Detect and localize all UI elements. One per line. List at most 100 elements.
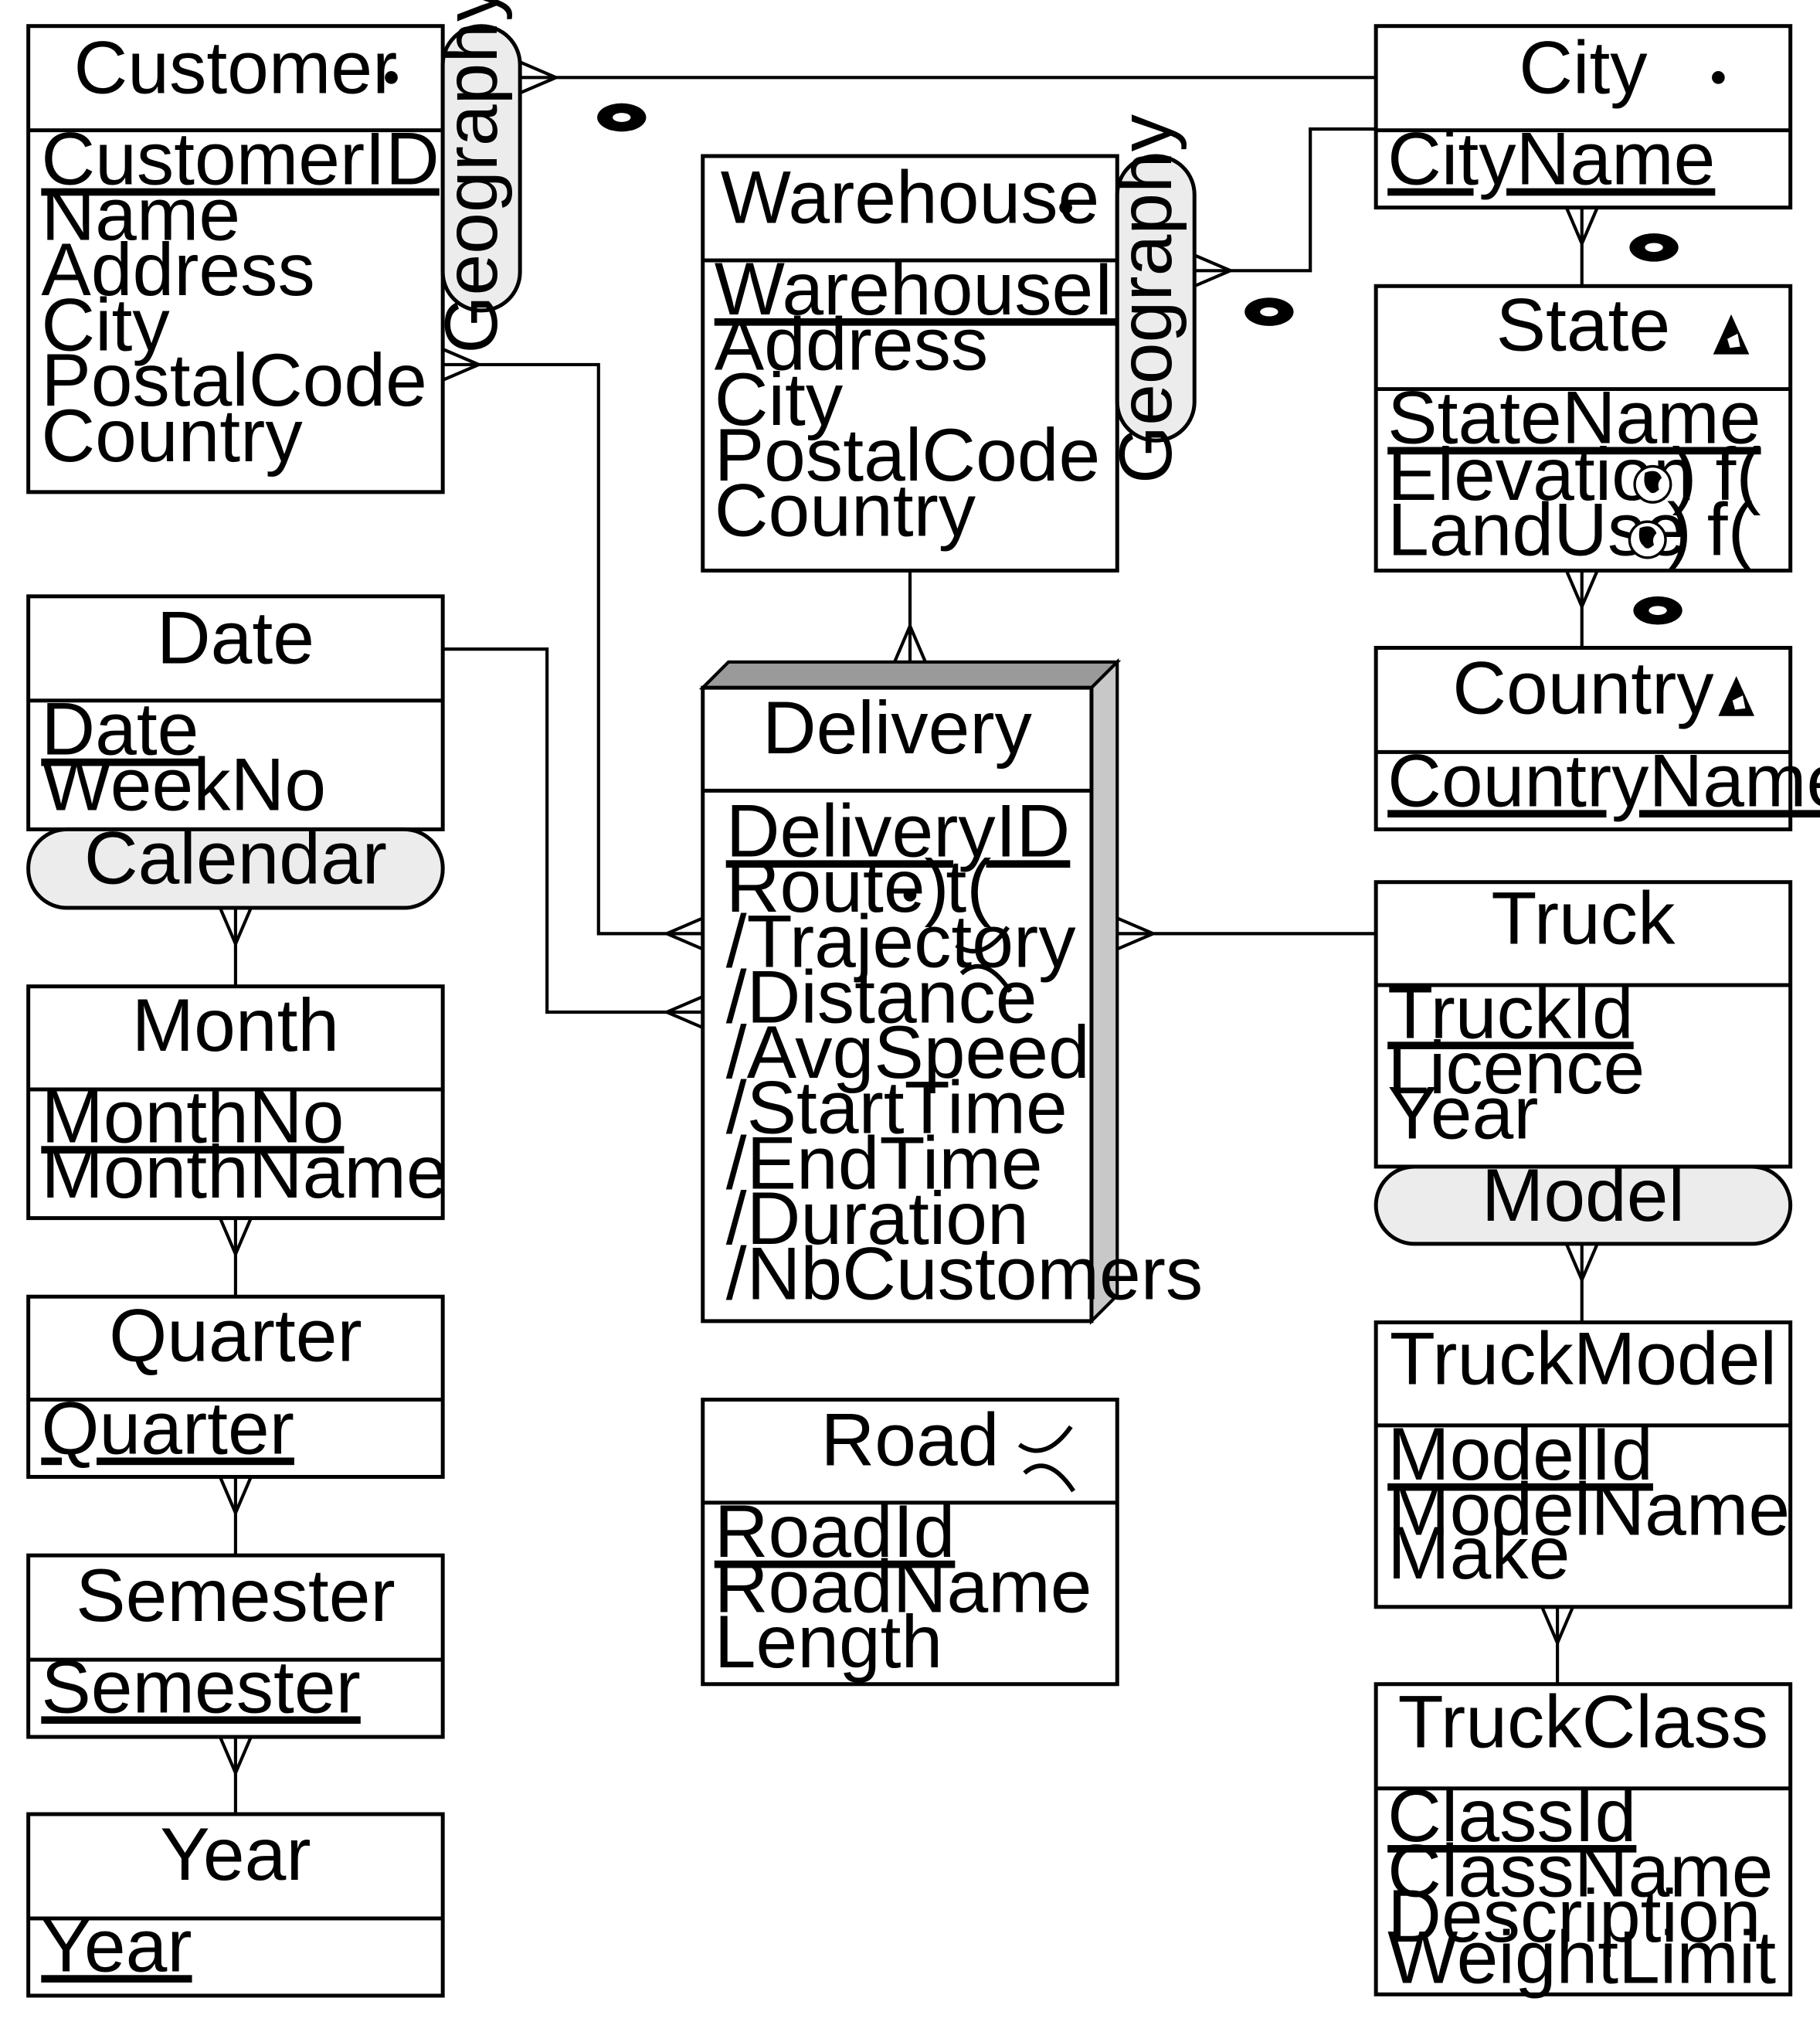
point-icon <box>385 71 398 84</box>
entity-title: Warehouse <box>721 157 1100 240</box>
point-icon <box>1712 71 1725 84</box>
attribute: /Distance <box>726 956 1037 1038</box>
key-attribute: Quarter <box>41 1388 294 1470</box>
key-attribute: TruckId <box>1387 971 1634 1054</box>
entity-country: Country CountryName <box>1373 645 1820 831</box>
attribute-suffix: ) <box>1667 489 1692 572</box>
hierarchy-label: Geography <box>430 0 513 354</box>
surface-icon <box>1713 314 1750 355</box>
key-attribute: CountryName <box>1387 739 1820 822</box>
topology-icon <box>597 103 647 132</box>
point-icon <box>903 889 917 902</box>
entity-title: Customer <box>73 26 397 109</box>
entity-title: Month <box>132 984 340 1067</box>
entity-title: TruckModel <box>1390 1318 1777 1401</box>
field-icon <box>1628 520 1667 559</box>
entity-title: City <box>1519 26 1648 109</box>
entity-year: Year Year <box>26 1812 445 1998</box>
attribute: /NbCustomers <box>726 1233 1204 1316</box>
attribute: Elevation f( <box>1387 433 1761 516</box>
key-attribute: CityName <box>1387 118 1715 201</box>
entity-truckmodel: TruckModel ModelId ModelName Make <box>1373 1318 1793 1609</box>
key-attribute: Year <box>41 1905 192 1987</box>
entity-title: State <box>1496 284 1671 367</box>
hierarchy-geography-customer: Geography <box>430 0 522 354</box>
attribute: Address <box>41 229 314 311</box>
attribute: Length <box>715 1601 943 1684</box>
key-attribute: StateName <box>1387 377 1761 460</box>
entity-title: Year <box>160 1813 311 1896</box>
hierarchy-geography-warehouse: Geography <box>1105 114 1197 484</box>
attribute: /Trajectory <box>726 901 1076 984</box>
entity-title: Country <box>1452 647 1714 729</box>
attribute: ClassName <box>1387 1830 1773 1913</box>
fact-delivery: Delivery DeliveryID Route t( ) /Trajecto… <box>698 658 1204 1325</box>
attribute: /StartTime <box>726 1067 1068 1150</box>
key-attribute: WarehouseID <box>715 248 1168 331</box>
attribute: ModelName <box>1387 1468 1790 1551</box>
attribute: Name <box>41 173 240 256</box>
key-attribute: ClassId <box>1387 1775 1636 1857</box>
entity-road: Road RoadId RoadName Length <box>701 1398 1119 1687</box>
key-attribute: MonthNo <box>41 1075 344 1158</box>
attribute: Route t( <box>726 845 992 928</box>
attribute: City <box>715 358 844 441</box>
attribute: PostalCode <box>41 339 427 422</box>
entity-semester: Semester Semester <box>26 1553 445 1739</box>
attribute: LandUse f( <box>1387 489 1753 572</box>
entity-month: Month MonthNo MonthName <box>26 984 448 1221</box>
hierarchy-model: Model <box>1373 1154 1793 1246</box>
entity-state: State StateName Elevation f( ) LandUse f… <box>1373 284 1793 573</box>
entity-truckclass: TruckClass ClassId ClassName Description… <box>1373 1680 1793 1999</box>
entity-title: Quarter <box>109 1295 362 1378</box>
attribute: Country <box>41 395 303 477</box>
attribute-suffix: ) <box>1672 433 1696 516</box>
attribute: MonthName <box>41 1131 447 1214</box>
key-attribute: Date <box>41 688 199 771</box>
topology-icon <box>1244 297 1294 326</box>
entity-title: Date <box>157 596 314 679</box>
attribute: /AvgSpeed <box>726 1011 1090 1094</box>
attribute: RoadName <box>715 1545 1092 1628</box>
attribute: Description <box>1387 1875 1761 1958</box>
relationship-lines <box>219 60 1599 1815</box>
entity-title: Road <box>821 1399 1000 1482</box>
entity-title: Delivery <box>762 687 1033 770</box>
hierarchy-label: Model <box>1482 1154 1685 1237</box>
hierarchy-label: Geography <box>1105 114 1187 484</box>
point-icon <box>1059 201 1072 214</box>
key-attribute: Semester <box>41 1646 361 1728</box>
key-attribute: DeliveryID <box>726 790 1071 872</box>
hierarchy-calendar: Calendar <box>26 817 445 910</box>
attribute: WeightLimit <box>1387 1916 1776 1999</box>
entity-title: Semester <box>76 1555 395 1637</box>
attribute: /EndTime <box>726 1122 1043 1205</box>
attribute: Address <box>715 304 988 386</box>
entity-title: Truck <box>1491 878 1676 960</box>
entity-title: TruckClass <box>1398 1680 1769 1763</box>
key-attribute: ModelId <box>1387 1413 1653 1496</box>
attribute: /Duration <box>726 1177 1029 1260</box>
entity-warehouse: Warehouse WarehouseID Address City Posta… <box>701 154 1168 573</box>
entity-date: Date Date WeekNo <box>26 594 445 831</box>
attribute: PostalCode <box>715 414 1101 497</box>
key-attribute: CustomerID <box>41 118 439 201</box>
entity-truck: Truck TruckId Licence Year <box>1373 878 1793 1169</box>
attribute-suffix: ) <box>924 845 949 928</box>
attribute: Year <box>1387 1072 1538 1154</box>
attribute: Country <box>715 470 976 552</box>
field-icon <box>1633 464 1672 504</box>
topology-icon <box>1633 596 1682 625</box>
attribute: City <box>41 284 170 367</box>
attribute: Licence <box>1387 1027 1645 1109</box>
entity-customer: Customer CustomerID Name Address City Po… <box>26 24 445 494</box>
line-icon <box>1017 1425 1076 1493</box>
topology-icon <box>1629 233 1679 262</box>
attribute: Make <box>1387 1512 1570 1595</box>
hierarchy-label: Calendar <box>84 817 387 899</box>
line-icon <box>955 926 1013 993</box>
topology-icons <box>597 103 1682 625</box>
entity-city: City CityName <box>1373 24 1793 210</box>
surface-icon <box>1718 676 1755 716</box>
